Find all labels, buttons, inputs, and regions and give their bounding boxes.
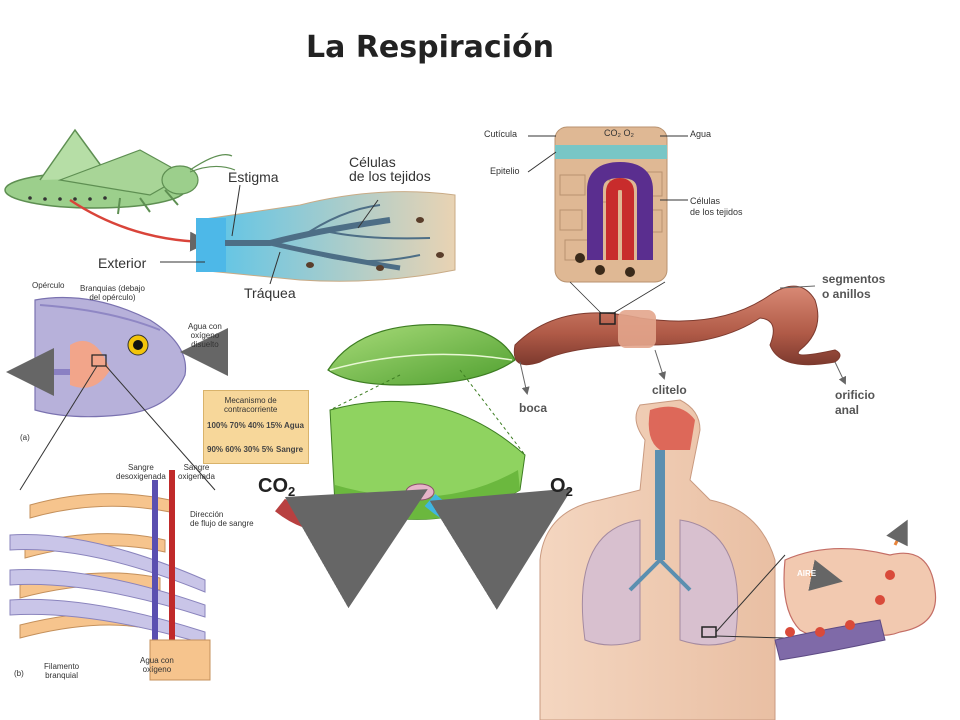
alveolus-detail [774, 519, 937, 661]
label-agua-con-oxigeno: Agua con oxígeno [140, 656, 174, 675]
o2-label: O2 [550, 476, 573, 498]
countercurrent-title: Mecanismo de contracorriente [224, 396, 278, 415]
sangre-row-label: Sangre [276, 445, 304, 454]
earthworm-skin-detail [527, 126, 688, 315]
label-agua-oxigeno-disuelto: Agua con oxígeno disuelto [188, 322, 222, 350]
label-co2-o2: CO₂ O₂ [604, 128, 634, 138]
label-panel-b: (b) [14, 669, 24, 678]
countercurrent-box: Mecanismo de contracorriente 100% 70% 40… [203, 390, 309, 464]
page-title: La Respiración [306, 30, 554, 65]
label-clitelo: clitelo [652, 383, 687, 397]
sangre-percentages: 90% 60% 30% 5% [207, 445, 274, 454]
label-celulas-tejidos-worm: Células de los tejidos [690, 196, 743, 217]
leaf-illustration [275, 323, 573, 610]
agua-row-label: Agua [284, 421, 304, 430]
human-respiratory-illustration [539, 399, 786, 720]
label-boca: boca [519, 401, 548, 415]
label-sangre-desoxigenada: Sangre desoxigenada [116, 463, 166, 482]
label-sangre-oxigenada: Sangre oxigenada [178, 463, 215, 482]
trachea-diagram [160, 184, 456, 285]
earthworm-illustration [513, 285, 847, 395]
fish-head-illustration [6, 296, 228, 491]
label-estigma: Estigma [228, 169, 279, 185]
label-filamento-branquial: Filamento branquial [44, 662, 80, 681]
co2-subscript: 2 [288, 484, 296, 499]
co2-text: CO [258, 475, 288, 497]
label-orificio-anal: orificio anal [835, 388, 876, 417]
label-aire: AIRE [797, 569, 817, 578]
label-direccion-flujo: Dirección de flujo de sangre [190, 510, 254, 529]
label-branquias: Branquias (debajo del opérculo) [80, 284, 145, 303]
gill-filament-diagram [9, 470, 211, 681]
grasshopper-illustration [4, 128, 236, 252]
label-epitelio: Epitelio [490, 166, 520, 176]
label-traquea: Tráquea [244, 285, 296, 301]
o2-text: O [550, 475, 566, 497]
label-exterior: Exterior [98, 255, 147, 271]
label-agua: Agua [690, 129, 712, 139]
label-operculo: Opérculo [32, 281, 65, 290]
o2-subscript: 2 [565, 484, 573, 499]
label-cuticula: Cutícula [484, 129, 518, 139]
co2-label: CO2 [258, 476, 295, 498]
label-celulas-tejidos: Células de los tejidos [349, 154, 431, 184]
label-segmentos: segmentos o anillos [822, 272, 886, 301]
label-panel-a: (a) [20, 433, 30, 442]
agua-percentages: 100% 70% 40% 15% [207, 421, 283, 430]
